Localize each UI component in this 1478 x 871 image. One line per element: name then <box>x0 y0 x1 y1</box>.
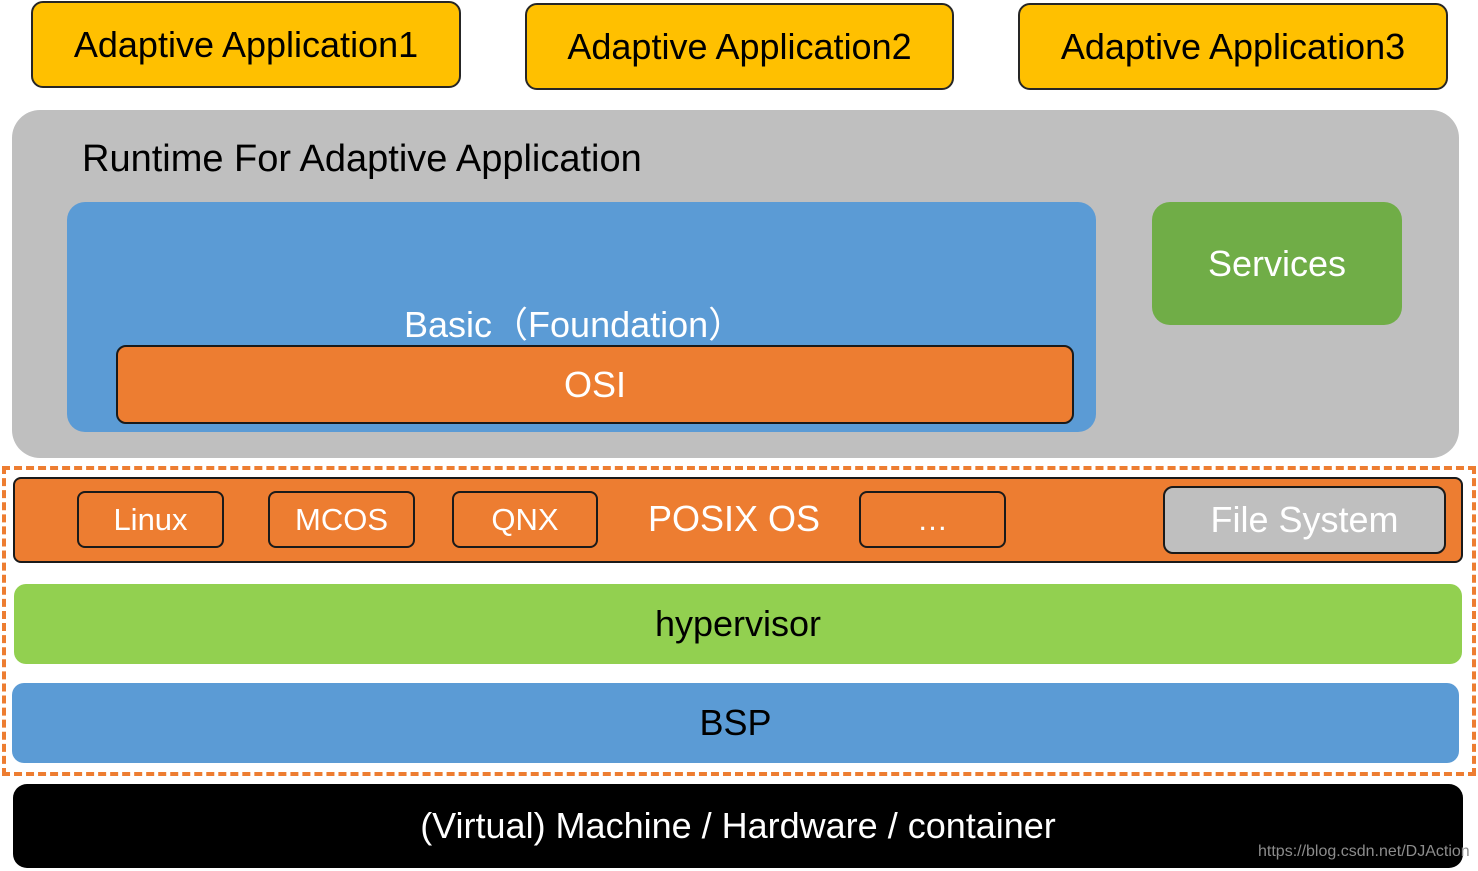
os-item-linux: Linux <box>77 491 224 548</box>
machine-label: (Virtual) Machine / Hardware / container <box>420 805 1056 846</box>
adaptive-application-2: Adaptive Application2 <box>525 3 954 90</box>
os-item-label: MCOS <box>295 501 388 537</box>
os-item-label: Linux <box>113 501 188 537</box>
bsp-label: BSP <box>699 702 772 743</box>
platform-dashed-group <box>2 466 1476 776</box>
bsp-layer: BSP <box>12 683 1459 763</box>
app-label: Adaptive Application2 <box>567 25 912 67</box>
os-item-qnx: QNX <box>452 491 598 548</box>
services-block: Services <box>1152 202 1402 325</box>
hypervisor-layer: hypervisor <box>14 584 1462 664</box>
file-system-label: File System <box>1210 499 1399 540</box>
os-item-ellipsis: … <box>859 491 1006 548</box>
os-item-label: … <box>917 501 948 537</box>
osi-block: OSI <box>116 345 1074 424</box>
file-system-block: File System <box>1163 486 1446 554</box>
services-label: Services <box>1207 242 1347 284</box>
adaptive-application-1: Adaptive Application1 <box>31 1 461 88</box>
watermark: https://blog.csdn.net/DJAction <box>1258 843 1470 860</box>
adaptive-application-3: Adaptive Application3 <box>1018 3 1448 90</box>
machine-hardware-layer: (Virtual) Machine / Hardware / container <box>13 784 1463 868</box>
os-item-mcos: MCOS <box>268 491 415 548</box>
app-label: Adaptive Application3 <box>1060 25 1406 67</box>
app-label: Adaptive Application1 <box>73 23 419 65</box>
basic-foundation-label: Basic（Foundation） <box>404 304 745 345</box>
runtime-title: Runtime For Adaptive Application <box>82 138 642 180</box>
os-item-label: QNX <box>491 501 559 537</box>
posix-os-label: POSIX OS <box>648 498 821 539</box>
osi-label: OSI <box>563 363 626 405</box>
hypervisor-label: hypervisor <box>654 603 822 644</box>
